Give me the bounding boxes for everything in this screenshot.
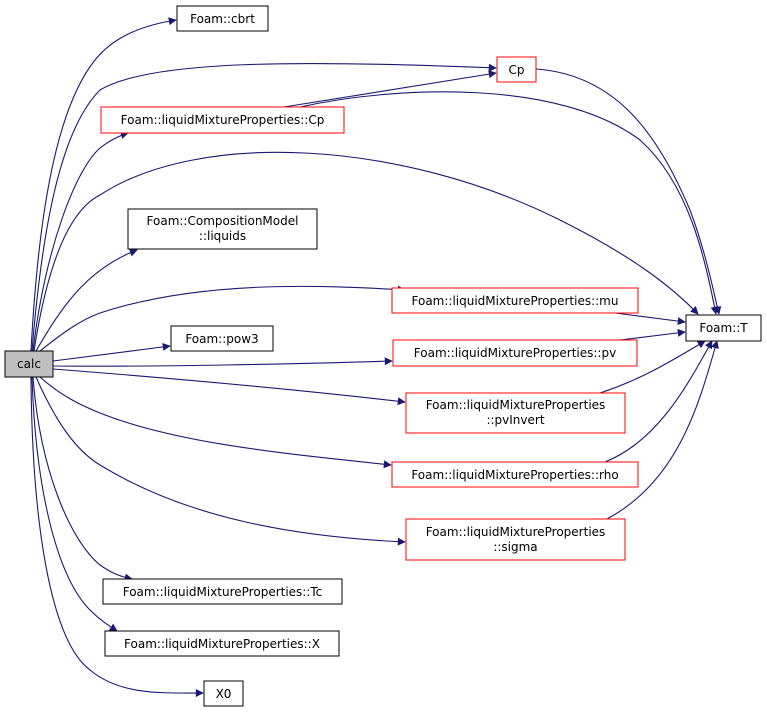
edge-lmp-cp-cp (283, 70, 497, 108)
node-cp[interactable]: Cp (496, 56, 537, 83)
node-label: Cp (509, 63, 525, 77)
edge-calc-mu (39, 285, 406, 352)
node-liquid-mixture-properties-pvinvert[interactable]: Foam::liquidMixtureProperties ::pvInvert (405, 392, 626, 434)
node-label: Foam::liquidMixtureProperties::X (124, 637, 320, 651)
edge-calc-x0 (30, 376, 204, 698)
node-composition-model-liquids[interactable]: Foam::CompositionModel ::liquids (127, 208, 318, 250)
edges (30, 17, 722, 698)
node-label: ::sigma (493, 540, 537, 554)
node-label: Foam::liquidMixtureProperties::rho (411, 468, 618, 482)
node-label: Foam::liquidMixtureProperties::Tc (123, 585, 323, 599)
node-label: Foam::pow3 (185, 332, 258, 346)
node-label: Foam::CompositionModel (147, 214, 299, 228)
node-label: Foam::liquidMixtureProperties (426, 398, 606, 412)
edge-cp-t (535, 68, 722, 315)
node-liquid-mixture-properties-pv[interactable]: Foam::liquidMixtureProperties::pv (392, 339, 638, 367)
edge-pvinvert-t (599, 340, 706, 394)
edge-calc-liquids (35, 248, 138, 352)
node-label: calc (17, 357, 41, 371)
node-liquid-mixture-properties-x[interactable]: Foam::liquidMixtureProperties::X (104, 630, 340, 657)
node-x0[interactable]: X0 (203, 680, 244, 707)
node-label: X0 (216, 687, 232, 701)
node-pow3[interactable]: Foam::pow3 (170, 325, 274, 352)
node-label: Foam::liquidMixtureProperties (426, 525, 606, 539)
edge-calc-sigma (35, 376, 406, 546)
edge-calc-rho (39, 376, 392, 469)
node-label: Foam::T (699, 321, 748, 335)
node-liquid-mixture-properties-tc[interactable]: Foam::liquidMixtureProperties::Tc (102, 578, 343, 605)
edge-rho-t (604, 340, 713, 463)
edge-calc-cp (31, 62, 497, 352)
edge-mu-t (614, 312, 686, 326)
node-foam-t[interactable]: Foam::T (685, 314, 762, 342)
edge-calc-pvinvert (52, 368, 406, 406)
node-label: Foam::cbrt (190, 12, 255, 26)
node-label: ::pvInvert (486, 413, 544, 427)
node-liquid-mixture-properties-sigma[interactable]: Foam::liquidMixtureProperties ::sigma (405, 518, 626, 561)
edge-calc-pv (52, 357, 393, 367)
edge-calc-lmp-cp (32, 131, 129, 352)
node-liquid-mixture-properties-rho[interactable]: Foam::liquidMixtureProperties::rho (391, 461, 639, 488)
edge-pv-t (619, 328, 686, 341)
edge-sigma-t (606, 340, 719, 520)
node-label: Foam::liquidMixtureProperties::mu (412, 294, 619, 308)
edge-calc-cbrt (30, 17, 177, 352)
edge-calc-pow3 (52, 342, 171, 362)
edge-calc-tc (32, 376, 133, 582)
node-cbrt[interactable]: Foam::cbrt (176, 5, 269, 32)
node-liquid-mixture-properties-cp[interactable]: Foam::liquidMixtureProperties::Cp (100, 106, 345, 134)
node-liquid-mixture-properties-mu[interactable]: Foam::liquidMixtureProperties::mu (391, 287, 639, 314)
node-label: Foam::liquidMixtureProperties::Cp (121, 113, 325, 127)
node-calc[interactable]: calc (4, 350, 54, 378)
edge-calc-t-top (33, 151, 699, 352)
edge-calc-x (31, 376, 118, 632)
edge-lmp-cp-t (299, 91, 719, 315)
node-label: ::liquids (199, 229, 246, 243)
node-label: Foam::liquidMixtureProperties::pv (414, 346, 616, 360)
